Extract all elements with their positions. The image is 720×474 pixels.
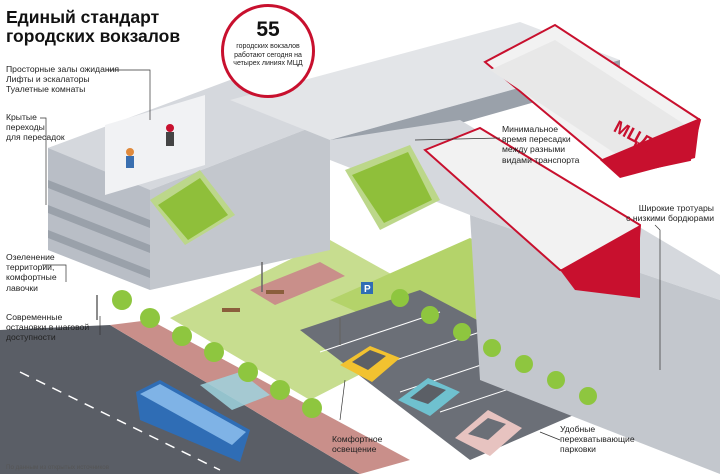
street-lamp-icon [96,262,341,345]
stations-count-caption: городских вокзалов работают сегодня на ч… [233,43,303,67]
label-greenery: Озеленение территории, комфортные лавочк… [6,252,57,293]
parking-sign-letter: P [364,284,371,295]
sidewalk-path [250,262,345,305]
bench-icon [222,290,284,312]
page-title: Единый стандарт городских вокзалов [6,7,181,46]
road-marking [19,371,221,471]
label-parking: Удобные перехватывающие парковки [560,424,635,455]
people-in-hall [126,124,174,168]
car-icon-pink [455,410,522,456]
escalator-icon-2 [345,145,440,230]
stations-count-badge: 55 городских вокзалов работают сегодня н… [221,4,315,98]
parking-sign-icon: P [361,282,373,295]
train-icon-2 [423,126,642,298]
source-note: По данным из открытых источников [6,464,109,471]
bus-icon [136,380,250,462]
car-icon-yellow [340,346,400,382]
label-covered-passages: Крытые переходы для пересадок [6,112,65,143]
label-wide-sidewalks: Широкие тротуары с низкими бордюрами [626,203,714,224]
waiting-hall [105,95,205,195]
label-bus-stops: Современные остановки в шаговой доступно… [6,312,90,343]
escalator-icon [150,170,235,245]
platform-side [470,215,720,474]
train-icon: МЦД [483,23,702,178]
building-stripes [48,180,150,278]
label-waiting-halls: Просторные залы ожидания Лифты и эскалат… [6,64,120,95]
stations-count: 55 [256,18,280,41]
label-min-transfer: Минимальное время пересадки между разным… [502,124,580,165]
car-icon-teal [398,378,460,416]
label-lighting: Комфортное освещение [332,434,383,455]
leader-lines [40,69,661,441]
station-building-front [150,120,330,290]
tree-icon [112,289,597,418]
bus-stop-shelter [200,372,270,410]
